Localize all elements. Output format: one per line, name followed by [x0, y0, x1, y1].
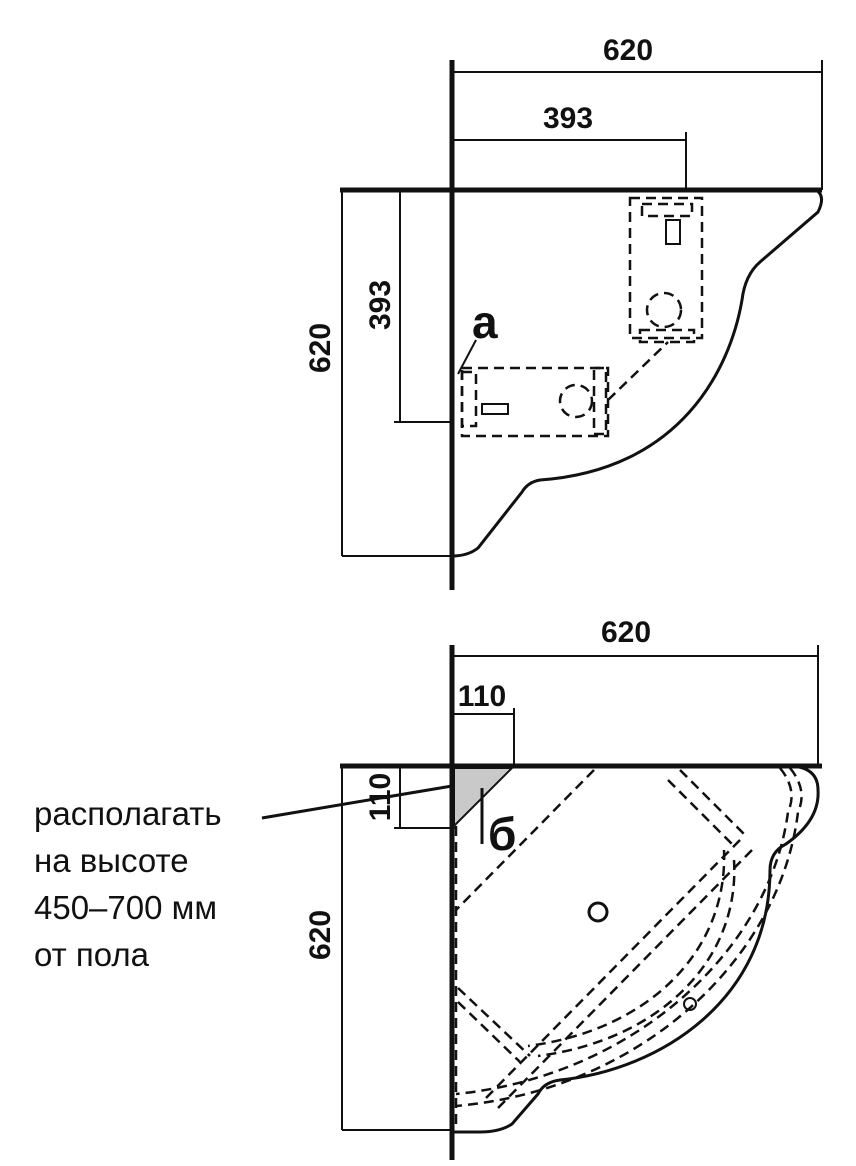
note-line-1: располагать — [34, 795, 222, 832]
note-line-2: на высоте — [34, 842, 189, 879]
bottom-diag-1 — [455, 769, 595, 911]
bottom-basin-edge-inner — [455, 767, 793, 1096]
bottom-plan: 620 110 110 620 б — [261, 616, 822, 1160]
bottom-diag-5 — [667, 779, 735, 847]
bottom-diag-3 — [495, 849, 753, 1111]
bottom-bowl-edge-1 — [537, 859, 736, 1058]
bottom-dim-width-label: 620 — [601, 616, 651, 649]
bottom-basin-edge-outer — [455, 767, 803, 1108]
top-cabinet-outline — [451, 188, 823, 558]
mounting-height-note: располагать на высоте 450–700 мм от пола — [34, 790, 274, 978]
bottom-dim-corner-x-label: 110 — [458, 680, 506, 713]
top-marker-label: а — [472, 296, 498, 348]
bottom-bowl-edge-2 — [527, 849, 726, 1048]
bottom-diag-7 — [457, 1001, 521, 1063]
bottom-diag-2 — [483, 839, 741, 1101]
top-marker-leader — [457, 339, 477, 375]
bottom-diag-6 — [457, 987, 531, 1057]
bottom-marker-label: б — [488, 808, 516, 860]
top-dim-height-label: 620 — [304, 323, 337, 373]
overflow-hole — [683, 997, 697, 1011]
top-dim-width-label: 620 — [603, 34, 653, 67]
note-line-4: от пола — [34, 936, 150, 973]
note-line-3: 450–700 мм — [34, 889, 218, 926]
top-dim-offset-y-label: 393 — [364, 280, 397, 330]
top-bracket-link — [607, 341, 669, 401]
top-bracket-right — [628, 196, 704, 344]
bottom-cabinet-outline — [452, 764, 820, 1134]
bottom-dim-height-label: 620 — [304, 910, 337, 960]
top-plan: 620 393 620 393 — [304, 34, 823, 590]
top-dim-offset-x-label: 393 — [543, 102, 593, 135]
top-bracket-left — [460, 366, 610, 438]
note-leader-line — [261, 784, 453, 820]
drain-hole — [587, 901, 609, 923]
